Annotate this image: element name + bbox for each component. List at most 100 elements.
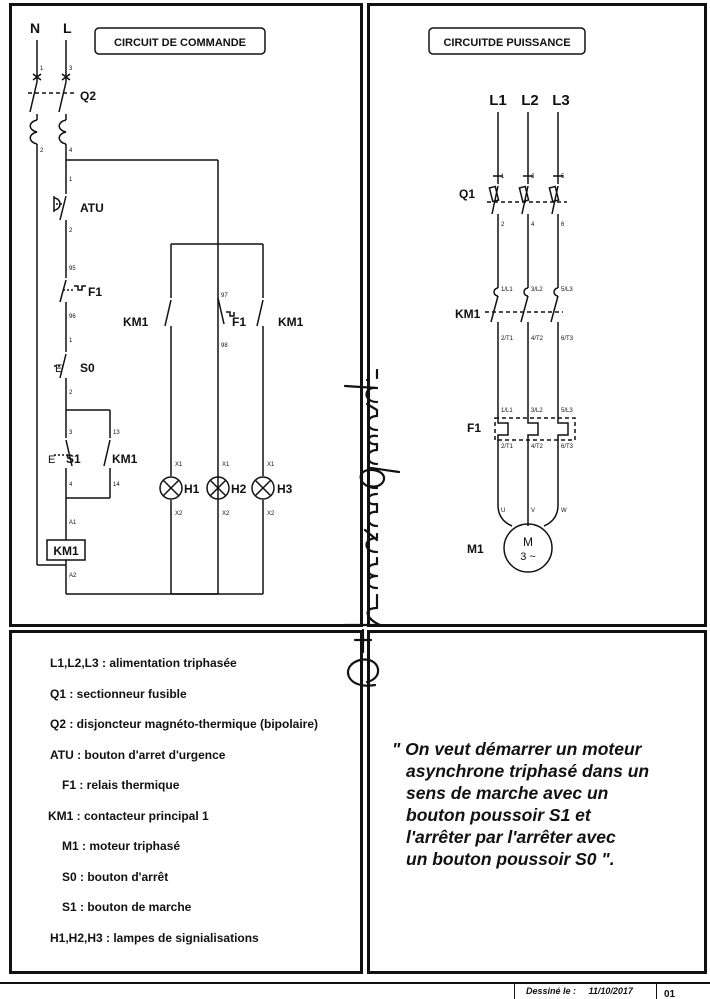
term-km1-1l1: 1/L1 (501, 287, 513, 293)
term-q1-6: 6 (561, 222, 565, 228)
term-km1-14: 14 (113, 482, 120, 488)
term-s0-1: 1 (69, 338, 73, 344)
statement-line: sens de marche avec un (406, 783, 609, 803)
term-h3-x2: X2 (267, 511, 275, 517)
km1-holding-contact-label: KM1 (112, 452, 138, 466)
motor-label: M (523, 535, 533, 549)
term-motor-w: W (561, 508, 567, 514)
statement-line: l'arrêter par l'arrêter avec (406, 827, 616, 847)
phase-label-l3: L3 (552, 92, 570, 109)
term-q2-2: 2 (40, 148, 44, 154)
term-h2-x2: X2 (222, 511, 230, 517)
term-s1-4: 4 (69, 482, 73, 488)
term-f1-95: 95 (69, 266, 76, 272)
term-q2-1: 1 (40, 66, 44, 72)
lamp-label-h1: H1 (184, 482, 200, 496)
term-h2-x1: X1 (222, 462, 230, 468)
km1-aux-left-label: KM1 (123, 315, 149, 329)
statement-line: bouton poussoir S1 et (406, 805, 591, 825)
rail-label-n: N (30, 20, 40, 36)
s0-prefix: E (55, 363, 62, 375)
term-h3-x1: X1 (267, 462, 275, 468)
statement-line: " On veut démarrer un moteur (392, 739, 642, 759)
term-f1-98: 98 (221, 343, 228, 349)
term-km1-5l3: 5/L3 (561, 287, 573, 293)
motor-ref-label: M1 (467, 542, 484, 556)
term-f1-96: 96 (69, 314, 76, 320)
km1-aux-right-label: KM1 (278, 315, 304, 329)
legend-item: F1 : relais thermique (62, 778, 180, 792)
drawn-date: 11/10/2017 (588, 986, 633, 996)
f1-power-label: F1 (467, 421, 481, 435)
footer-separator (514, 982, 515, 999)
thermal-relay-box (494, 417, 576, 441)
legend-item: Q1 : sectionneur fusible (50, 686, 187, 701)
lamp-h1 (159, 476, 183, 500)
power-circuit-diagram: CIRCUITDE PUISSANCE L1 L2 L3 Q1 KM1 F1 M… (428, 27, 586, 573)
term-s0-2: 2 (69, 390, 73, 396)
term-km1-3l2: 3/L2 (531, 287, 543, 293)
term-f1-5l3: 5/L3 (561, 408, 573, 414)
statement-frame (367, 630, 707, 974)
problem-statement: " On veut démarrer un moteur asynchrone … (392, 738, 702, 870)
legend-item: L1,L2,L3 : alimentation triphasée (50, 656, 237, 670)
term-f1-2t1: 2/T1 (501, 444, 514, 450)
term-q1-3: 3 (531, 174, 535, 180)
term-f1-6t3: 6/T3 (561, 444, 574, 450)
legend-frame (9, 630, 363, 974)
motor-phase-label: 3 ~ (520, 551, 536, 563)
term-f1-1l1: 1/L1 (501, 408, 513, 414)
term-s1-3: 3 (69, 430, 73, 436)
phase-label-l2: L2 (521, 92, 539, 109)
legend-item: H1,H2,H3 : lampes de signialisations (50, 930, 259, 945)
km1-power-label: KM1 (455, 307, 481, 321)
s0-label: S0 (80, 361, 95, 375)
legend-item: Q2 : disjoncteur magnéto-thermique (bipo… (50, 717, 319, 731)
f1-label: F1 (88, 285, 102, 299)
footer-drawn-date: Dessiné le : 11/10/2017 (526, 986, 633, 996)
phase-lines (485, 112, 576, 527)
term-f1-3l2: 3/L2 (531, 408, 543, 414)
term-q1-2: 2 (501, 222, 505, 228)
term-q2-3: 3 (69, 66, 73, 72)
control-circuit-title: CIRCUIT DE COMMANDE (114, 37, 246, 49)
q1-label: Q1 (459, 187, 475, 201)
term-f1-97: 97 (221, 293, 228, 299)
power-circuit-title: CIRCUITDE PUISSANCE (443, 37, 570, 49)
lamp-label-h3: H3 (277, 482, 293, 496)
control-circuit-frame (9, 3, 363, 627)
page-number: 01 (664, 989, 676, 999)
term-motor-u: U (501, 508, 505, 514)
atu-label: ATU (80, 201, 104, 215)
term-km1-4t2: 4/T2 (531, 336, 544, 342)
term-km1-13: 13 (113, 430, 120, 436)
statement-line: un bouton poussoir S0 ". (406, 849, 615, 869)
term-coil-a1: A1 (69, 520, 77, 526)
motor-m1 (503, 523, 553, 573)
term-q1-5: 5 (561, 174, 565, 180)
km1-coil-label: KM1 (53, 544, 79, 558)
term-atu-2: 2 (69, 228, 73, 234)
term-km1-2t1: 2/T1 (501, 336, 514, 342)
rail-label-l: L (63, 20, 72, 36)
legend-item: S1 : bouton de marche (62, 900, 192, 914)
term-motor-v: V (531, 508, 535, 514)
phase-label-l1: L1 (489, 92, 507, 109)
term-f1-4t2: 4/T2 (531, 444, 544, 450)
term-h1-x2: X2 (175, 511, 183, 517)
f1-aux-label: F1 (232, 315, 246, 329)
q2-label: Q2 (80, 89, 96, 103)
term-h1-x1: X1 (175, 462, 183, 468)
legend-item: M1 : moteur triphasé (62, 839, 181, 853)
term-coil-a2: A2 (69, 573, 77, 579)
s1-prefix: E (48, 454, 55, 466)
term-atu-1: 1 (69, 177, 73, 183)
handwritten-watermark (343, 368, 401, 687)
power-title-box (428, 27, 586, 55)
lamp-h2 (206, 476, 230, 500)
control-title-box (94, 27, 266, 55)
legend-item: KM1 : contacteur principal 1 (48, 808, 209, 823)
legend-item: S0 : bouton d'arrêt (62, 869, 169, 884)
statement-line: asynchrone triphasé dans un (406, 761, 650, 781)
